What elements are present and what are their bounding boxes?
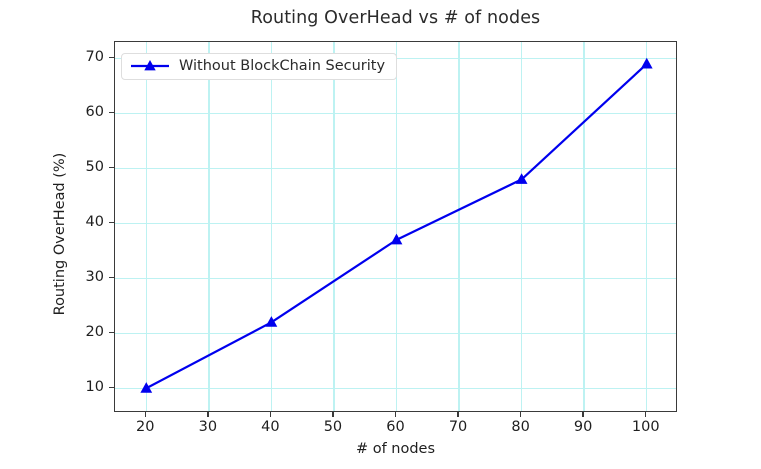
series-line-0 [145,62,648,390]
x-tick-mark [332,412,334,417]
x-tick-label: 90 [573,419,593,435]
data-point-marker [390,233,403,245]
x-tick-label: 20 [136,419,155,435]
gridline-vertical [208,42,210,411]
y-tick-mark [109,331,114,334]
gridline-vertical [646,42,648,411]
x-tick-label: 50 [323,419,343,435]
series-layer [140,57,653,393]
data-point-marker [640,57,653,69]
gridline-vertical [583,42,585,411]
data-point-marker [140,382,153,393]
x-tick-mark [519,412,522,417]
gridline-vertical [333,42,335,411]
gridline-horizontal [115,332,676,334]
y-tick-label: 20 [85,324,104,341]
gridline-vertical [145,42,147,411]
x-tick-mark [582,412,584,417]
gridline-vertical [395,42,398,411]
x-tick-label: 40 [261,419,280,435]
y-tick-mark [109,276,114,279]
gridline-horizontal [115,167,676,170]
legend-swatch-icon [131,60,169,71]
gridline-vertical [520,42,523,411]
x-tick-label: 60 [386,419,405,435]
gridline-horizontal [115,222,676,225]
gridline-vertical [270,42,273,411]
y-tick-label: 60 [85,104,104,121]
x-tick-mark [457,412,459,417]
plot-area: Without BlockChain Security [114,41,677,412]
data-point-marker [265,316,278,327]
y-tick-mark [109,166,114,169]
y-tick-label: 70 [85,49,104,66]
gridline-horizontal [115,112,676,115]
x-tick-label: 30 [198,419,218,435]
y-tick-label: 40 [85,214,104,231]
y-tick-label: 50 [85,159,104,176]
chart-legend[interactable]: Without BlockChain Security [121,53,398,80]
x-tick-label: 70 [448,419,468,435]
x-tick-mark [144,412,147,417]
y-tick-label: 30 [85,269,104,286]
x-tick-mark [269,412,272,417]
legend-marker-icon [144,60,156,71]
x-tick-label: 80 [511,419,530,435]
legend-label: Without BlockChain Security [179,58,386,74]
y-tick-mark [109,221,114,224]
x-tick-label: 100 [631,419,660,435]
data-point-marker [515,173,528,184]
y-tick-mark [109,386,114,389]
gridline-vertical [458,42,460,411]
x-axis-label: # of nodes [355,441,436,457]
y-tick-label: 10 [85,379,104,396]
y-tick-mark [109,111,114,114]
gridline-horizontal [115,277,676,280]
y-axis-label: Routing OverHead (%) [52,152,68,316]
chart-title: Routing OverHead vs # of nodes [250,8,541,28]
x-tick-mark [207,412,209,417]
y-tick-mark [109,56,114,59]
gridline-horizontal [115,387,676,389]
x-tick-mark [644,412,647,417]
x-tick-mark [394,412,397,417]
